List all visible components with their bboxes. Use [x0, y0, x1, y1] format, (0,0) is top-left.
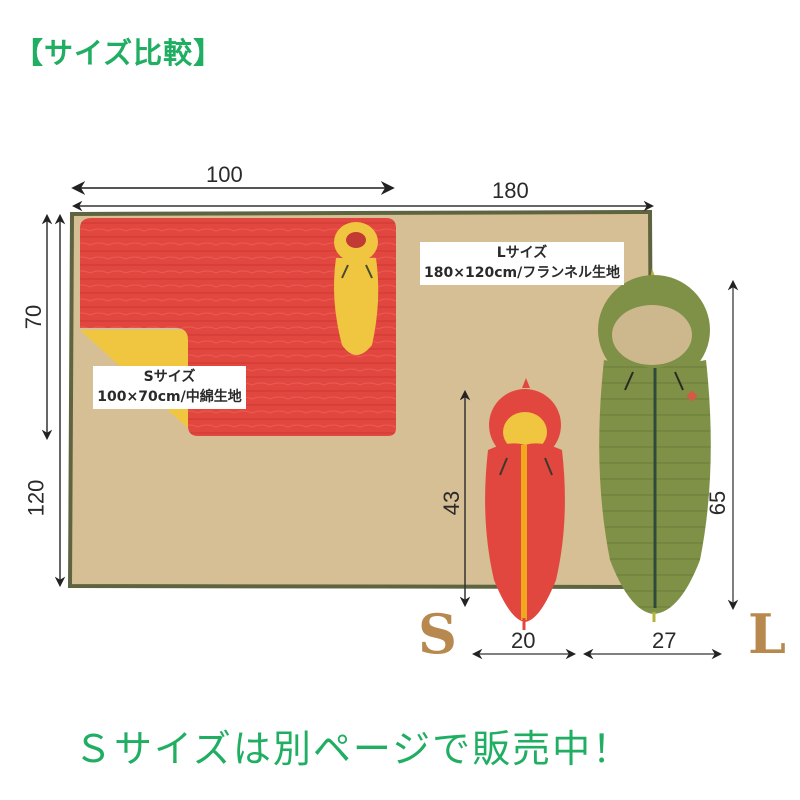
dim-s-height-43: 43	[439, 490, 465, 516]
dim-left-70: 70	[21, 304, 47, 330]
size-letter-s: S	[418, 602, 457, 666]
size-letter-l: L	[748, 602, 786, 666]
l-size-name: Lサイズ	[496, 245, 548, 261]
l-size-label: Lサイズ 180×120cm/フランネル生地	[420, 242, 624, 285]
dim-top-100: 100	[206, 162, 243, 187]
l-sleeping-bag	[598, 268, 711, 622]
s-size-spec: 100×70cm/中綿生地	[97, 389, 242, 405]
dim-l-height-65: 65	[705, 490, 731, 516]
s-sleeping-bag	[485, 378, 565, 630]
l-size-spec: 180×120cm/フランネル生地	[424, 265, 620, 281]
s-size-label: Sサイズ 100×70cm/中綿生地	[93, 366, 246, 409]
page-title: 【サイズ比較】	[14, 36, 224, 70]
dim-top-180: 180	[492, 178, 529, 203]
dim-left-120: 120	[23, 479, 49, 517]
dim-s-width-20: 20	[511, 628, 536, 653]
dim-l-width-27: 27	[652, 628, 677, 653]
footer-note: Ｓサイズは別ページで販売中！	[74, 727, 633, 771]
s-size-name: Sサイズ	[143, 369, 196, 385]
s-size-blanket	[80, 218, 396, 436]
